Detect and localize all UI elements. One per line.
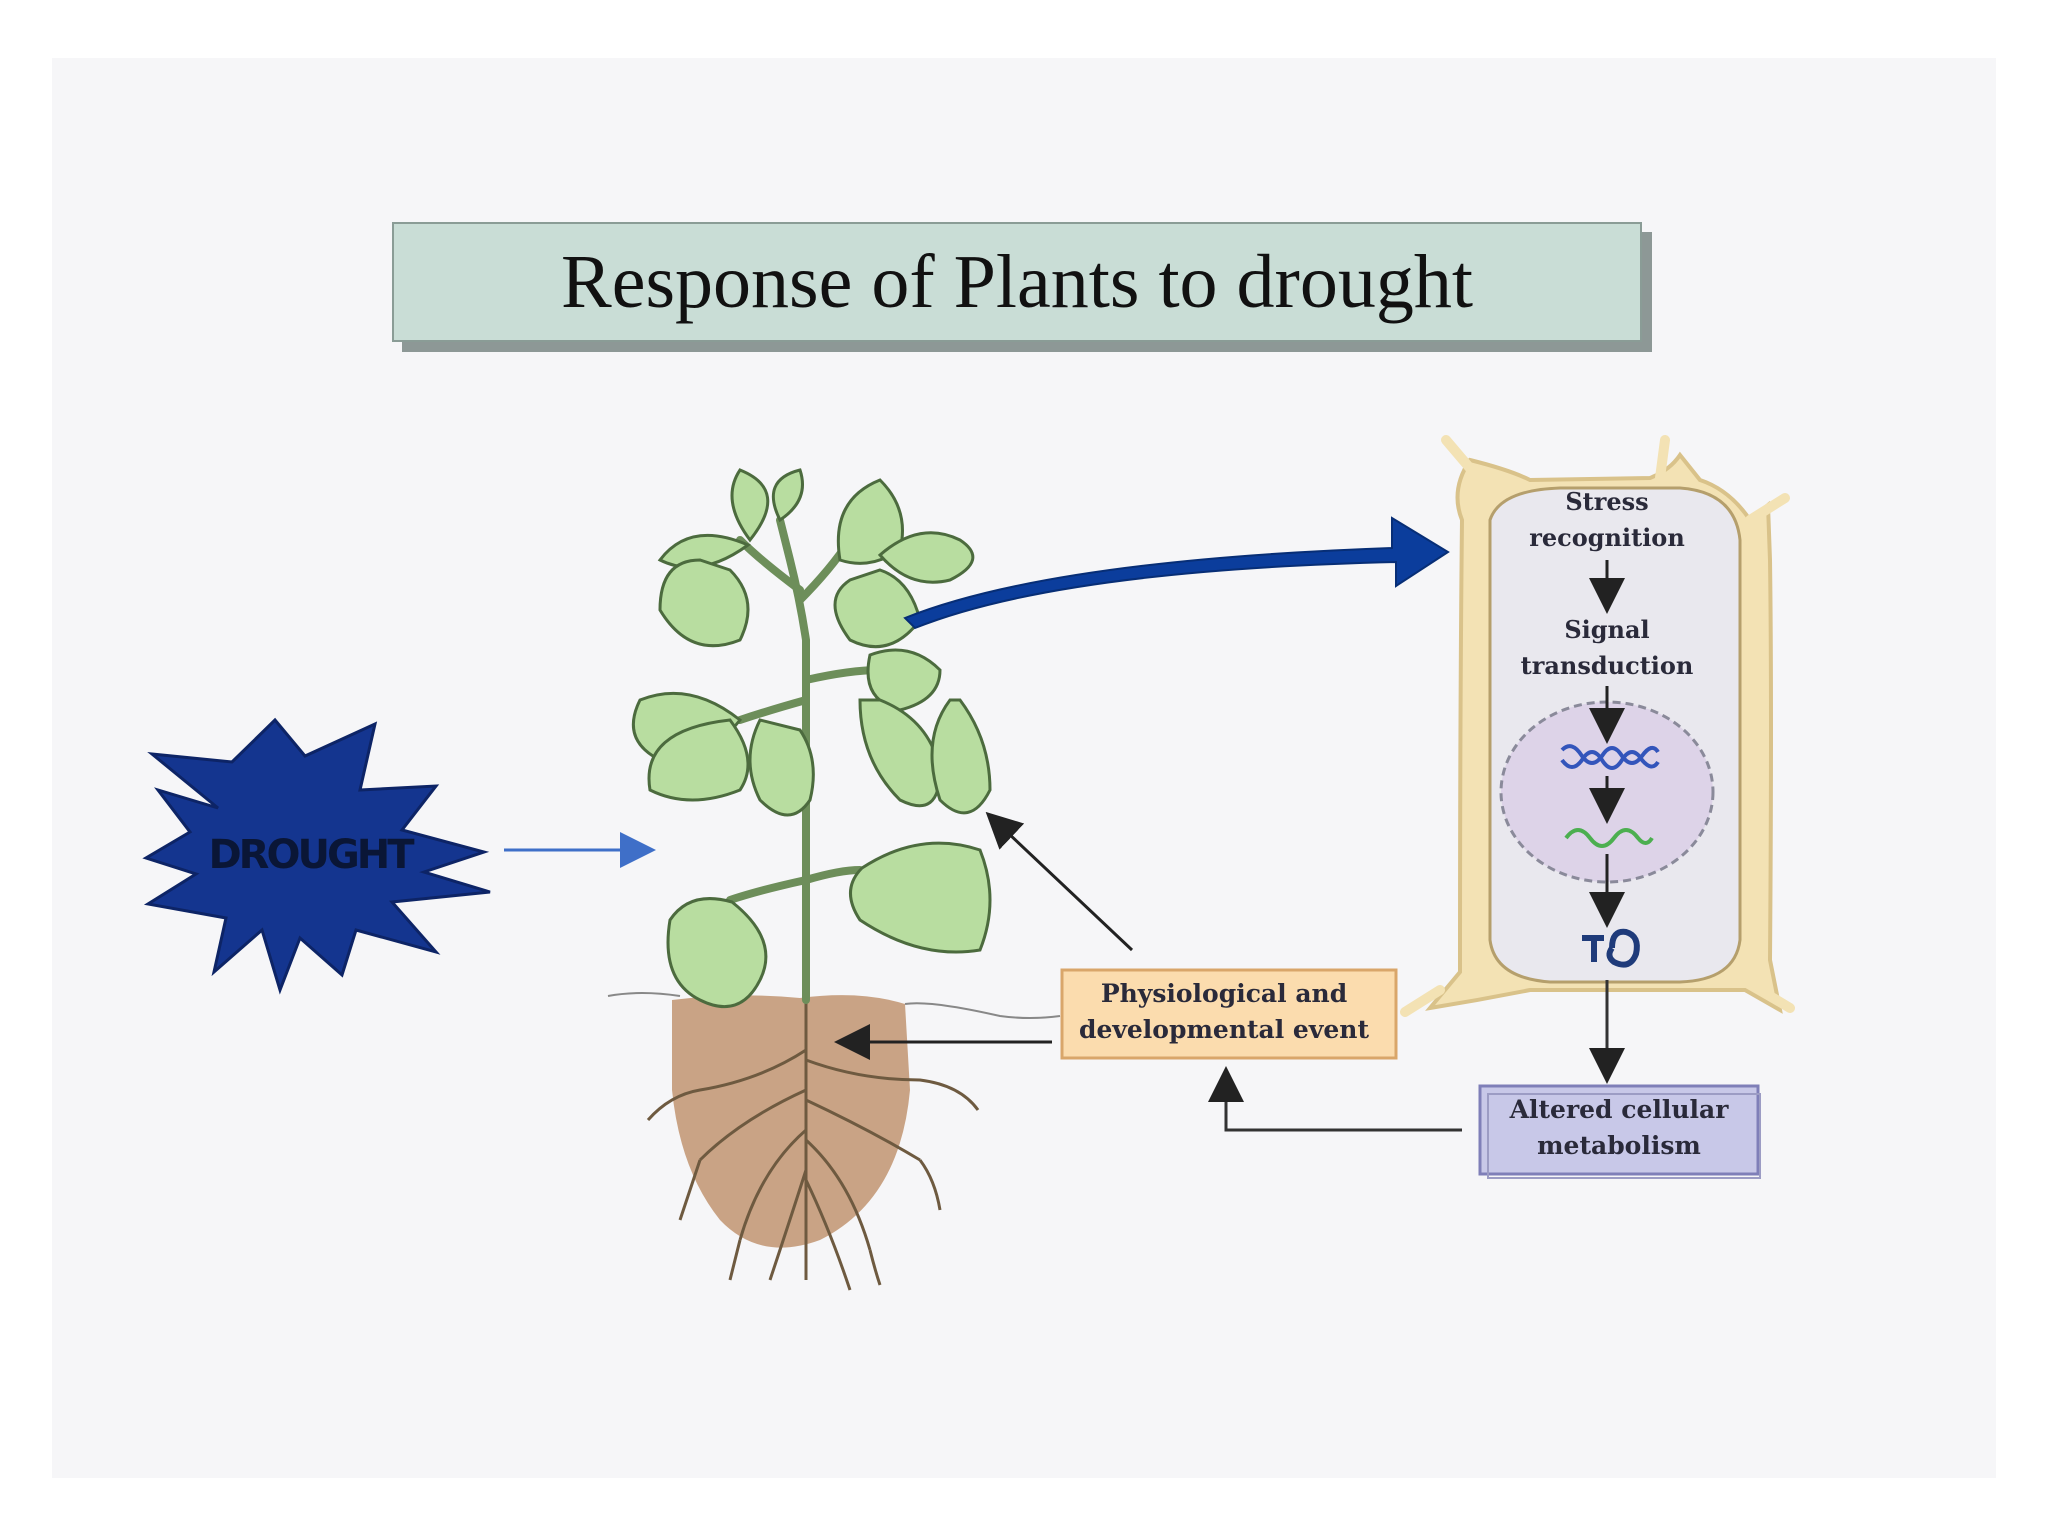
slide-title: Response of Plants to drought bbox=[561, 239, 1473, 324]
drought-star-icon bbox=[142, 717, 491, 995]
event-box: Physiological and developmental event bbox=[1060, 968, 1398, 1060]
leaf bbox=[647, 718, 750, 802]
signal-transduction-line1: Signal bbox=[1564, 615, 1649, 644]
event-line1: Physiological and bbox=[1101, 979, 1347, 1008]
leaf bbox=[930, 698, 992, 815]
leaf bbox=[730, 468, 770, 543]
metabolism-line2: metabolism bbox=[1537, 1131, 1701, 1160]
soil bbox=[672, 995, 910, 1248]
metabolism-to-event-arrow bbox=[1208, 1066, 1462, 1132]
leaf bbox=[858, 698, 942, 808]
event-line2: developmental event bbox=[1079, 1015, 1369, 1044]
dna-icon bbox=[1560, 744, 1660, 770]
leaf bbox=[666, 897, 768, 1009]
drought-label: DROUGHT bbox=[208, 832, 415, 878]
leaf bbox=[748, 718, 815, 817]
leaf bbox=[849, 841, 992, 954]
stress-recognition-line1: Stress bbox=[1565, 487, 1648, 516]
title-box: Response of Plants to drought bbox=[392, 222, 1642, 342]
event-to-shoot-arrow bbox=[985, 811, 1134, 952]
leaf bbox=[833, 568, 922, 649]
leaf bbox=[657, 533, 752, 569]
ground-line bbox=[607, 992, 1061, 1019]
signal-transduction-line2: transduction bbox=[1521, 651, 1694, 680]
leaf bbox=[866, 648, 942, 712]
leaf bbox=[658, 558, 750, 648]
drought-burst: DROUGHT bbox=[142, 717, 491, 995]
plant-to-cell-arrow bbox=[903, 516, 1450, 630]
stress-recognition-line2: recognition bbox=[1529, 523, 1685, 552]
plant-leaves bbox=[631, 468, 992, 1009]
plant-cell: Stress recognition Signal transduction bbox=[1400, 435, 1795, 1017]
mrna-icon bbox=[1564, 828, 1654, 848]
metabolism-line1: Altered cellular bbox=[1509, 1095, 1730, 1124]
protein-icon bbox=[1582, 928, 1640, 968]
leaf bbox=[877, 531, 975, 584]
leaf bbox=[771, 468, 804, 523]
leaf bbox=[836, 478, 904, 565]
roots bbox=[646, 1000, 980, 1291]
metabolism-box: Altered cellular metabolism bbox=[1478, 1084, 1761, 1179]
